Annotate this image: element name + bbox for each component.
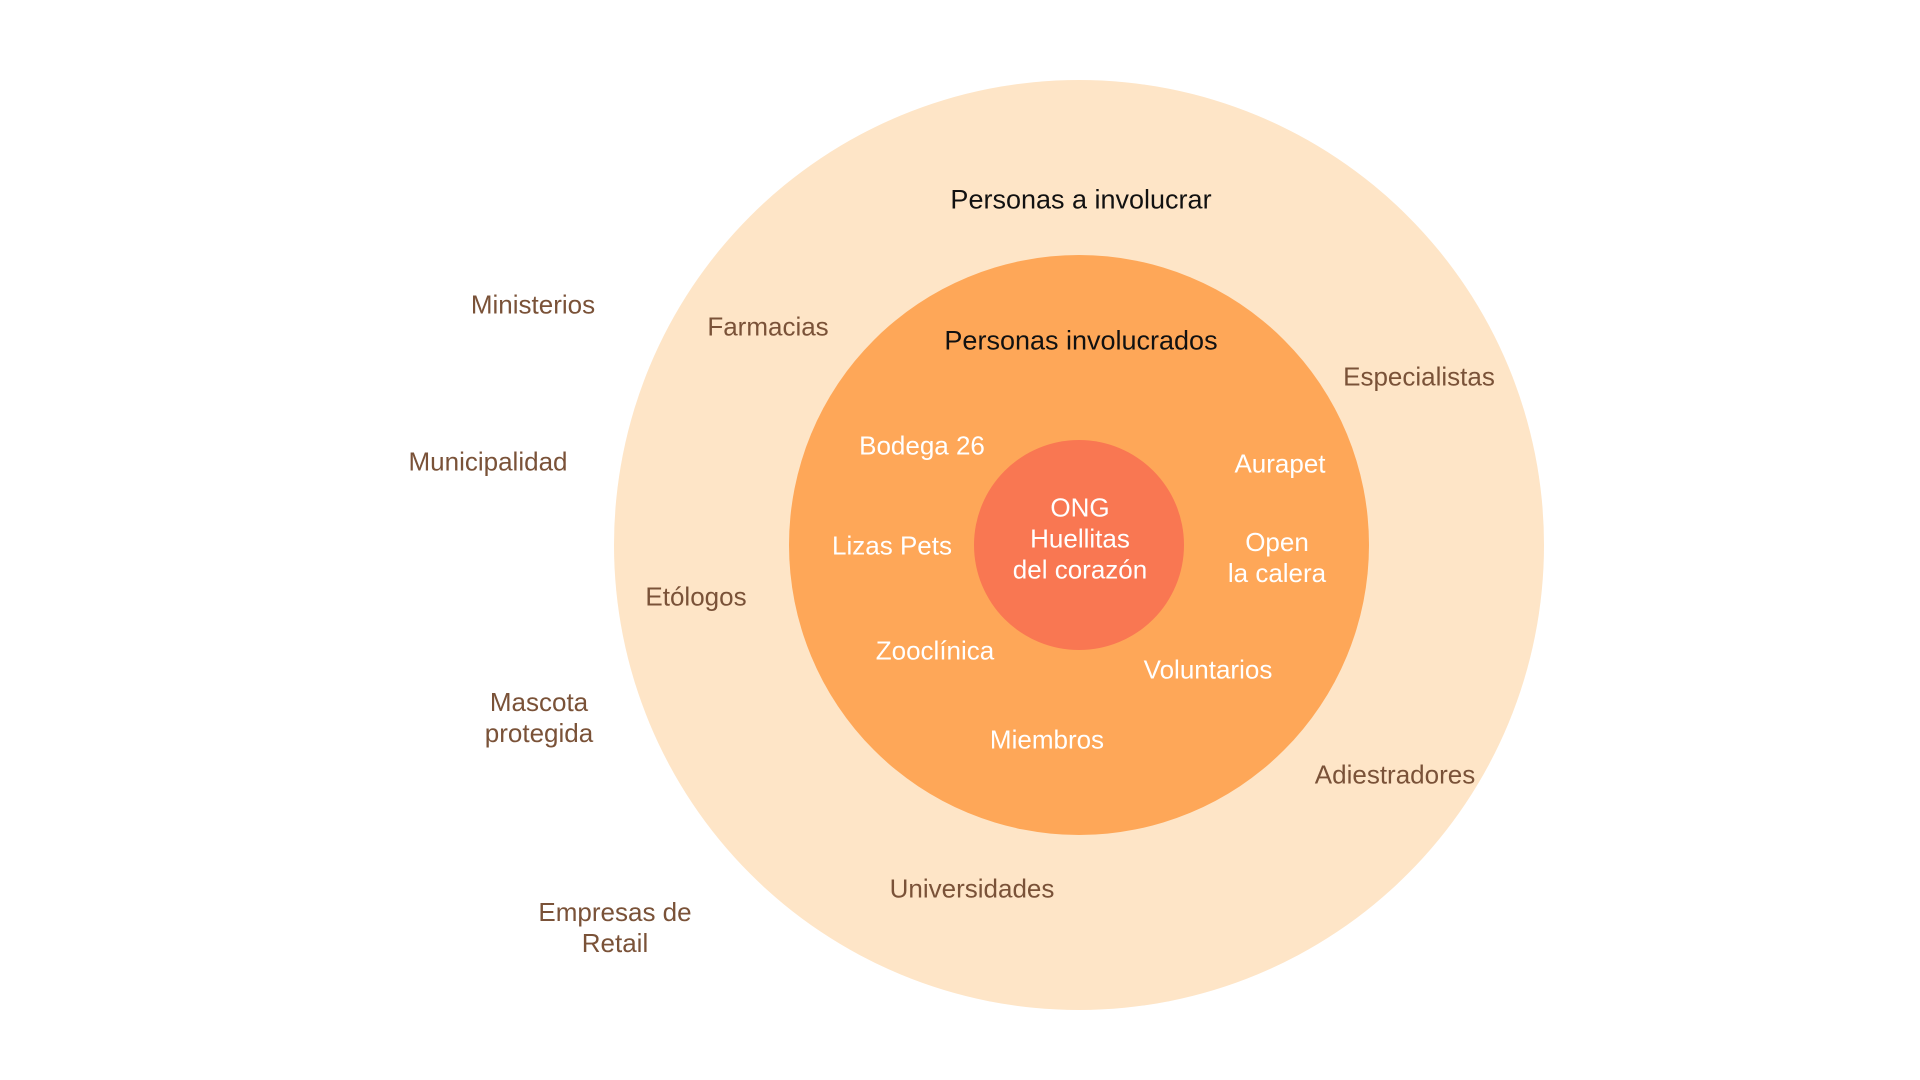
- outside-item-mascota-protegida: Mascota protegida: [484, 687, 594, 748]
- middle-ring-item-miembros: Miembros: [989, 724, 1105, 755]
- middle-ring-item-voluntarios: Voluntarios: [1143, 654, 1273, 685]
- outer-ring-item-universidades: Universidades: [889, 873, 1055, 904]
- outer-ring-item-etologos: Etólogos: [645, 581, 747, 612]
- outer-ring-item-farmacias: Farmacias: [707, 311, 829, 342]
- outside-item-ministerios: Ministerios: [470, 289, 596, 320]
- middle-ring-item-bodega-26: Bodega 26: [859, 430, 985, 461]
- middle-ring-item-lizas-pets: Lizas Pets: [832, 530, 952, 561]
- outside-item-empresas-retail: Empresas de Retail: [538, 897, 692, 958]
- outer-ring-item-especialistas: Especialistas: [1343, 361, 1495, 392]
- center-circle: [974, 440, 1184, 650]
- middle-ring-item-aurapet: Aurapet: [1234, 448, 1326, 479]
- outer-ring-item-adiestradores: Adiestradores: [1314, 759, 1476, 790]
- middle-ring-item-zooclinica: Zooclínica: [875, 635, 995, 666]
- middle-ring-title: Personas involucrados: [944, 325, 1218, 356]
- middle-ring-item-open-la-calera: Open la calera: [1227, 527, 1327, 588]
- outside-item-municipalidad: Municipalidad: [408, 446, 568, 477]
- outer-ring-title: Personas a involucrar: [950, 184, 1212, 215]
- center-label: ONG Huellitas del corazón: [1012, 492, 1148, 585]
